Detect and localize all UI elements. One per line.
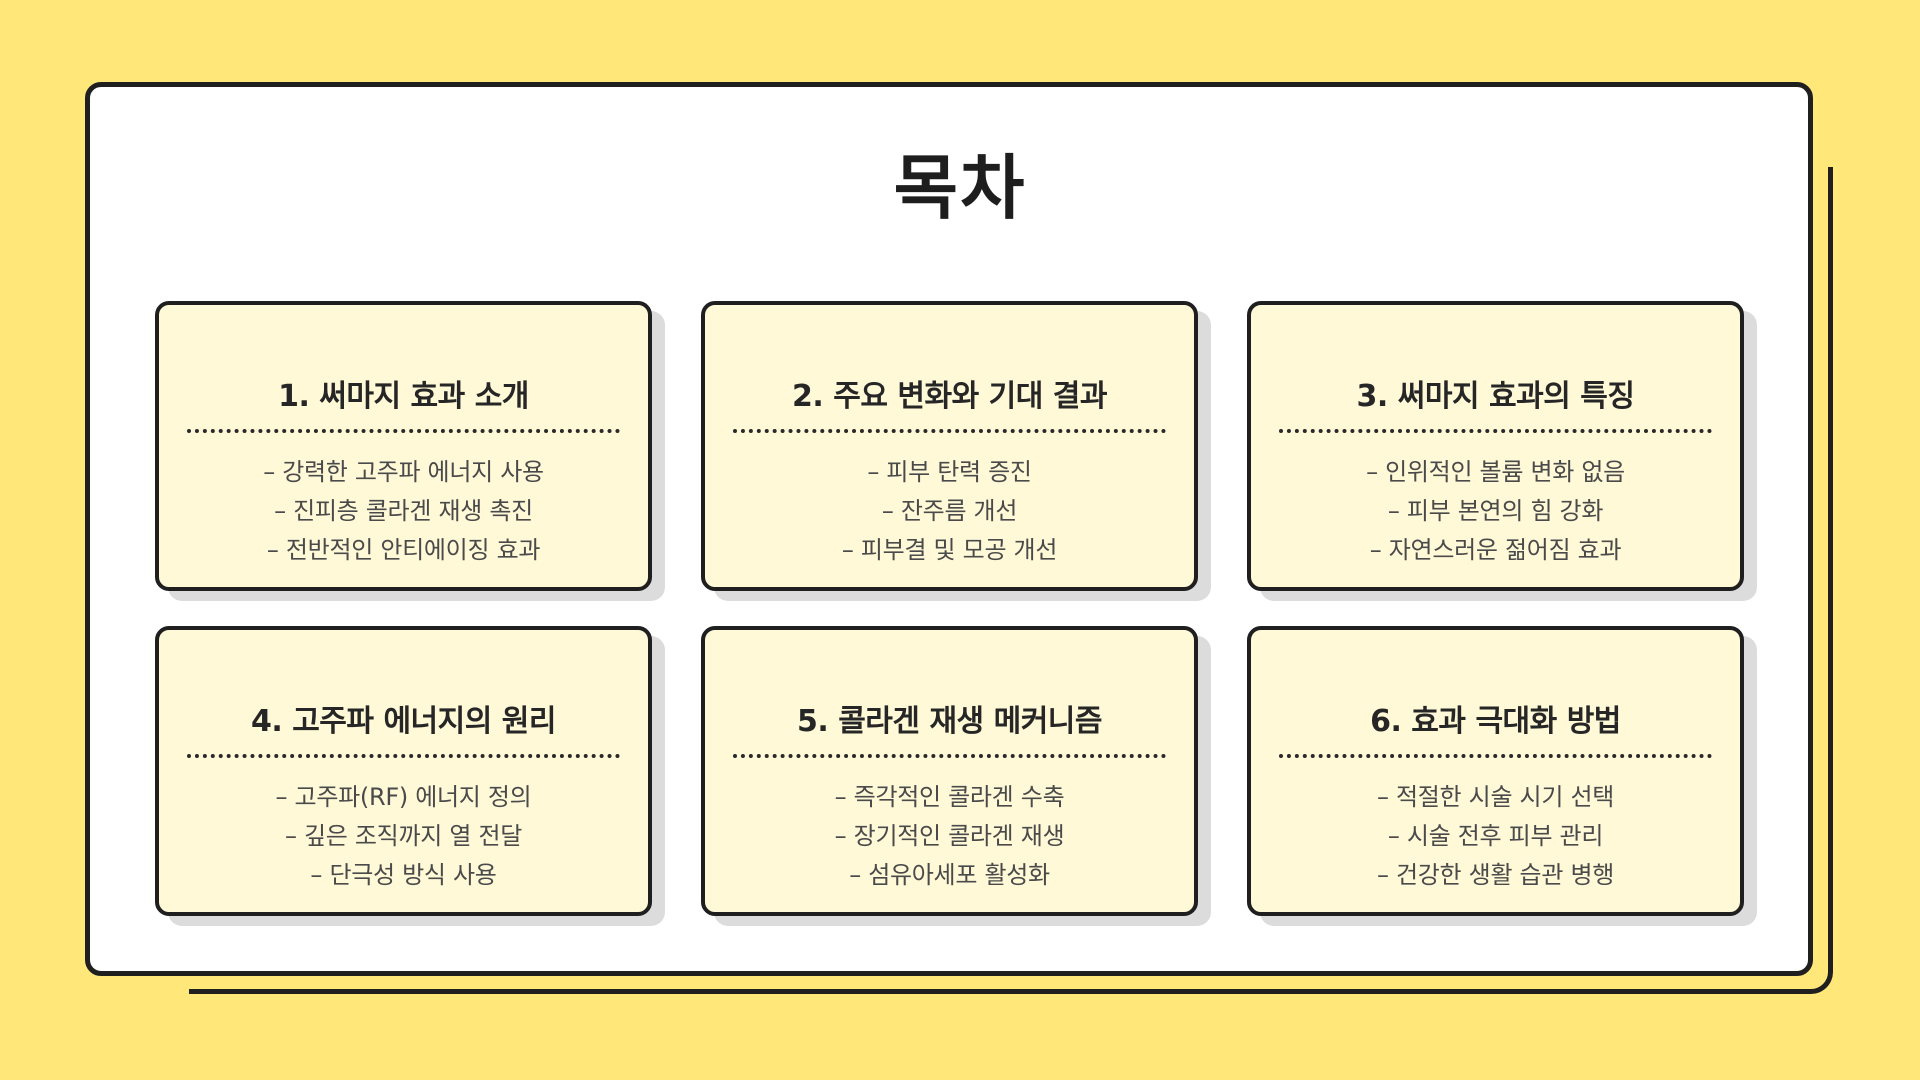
list-item: – 장기적인 콜라겐 재생 (834, 822, 1065, 850)
dotted-divider (187, 754, 620, 758)
list-item: – 피부 본연의 힘 강화 (1387, 497, 1604, 525)
list-item: – 시술 전후 피부 관리 (1387, 822, 1604, 850)
dotted-divider (733, 429, 1166, 433)
list-item: – 진피층 콜라겐 재생 촉진 (274, 497, 533, 525)
card-title: 6. 효과 극대화 방법 (1370, 704, 1621, 739)
card-item-list: – 고주파(RF) 에너지 정의 – 깊은 조직까지 열 전달 – 단극성 방식… (159, 778, 648, 895)
list-item: – 단극성 방식 사용 (310, 861, 497, 889)
list-item: – 인위적인 볼륨 변화 없음 (1366, 458, 1625, 486)
list-item: – 자연스러운 젊어짐 효과 (1369, 536, 1622, 564)
list-item: – 건강한 생활 습관 병행 (1376, 861, 1615, 889)
toc-card-2: 2. 주요 변화와 기대 결과 – 피부 탄력 증진 – 잔주름 개선 – 피부… (701, 301, 1198, 591)
list-item: – 섬유아세포 활성화 (849, 861, 1050, 889)
card-item-list: – 인위적인 볼륨 변화 없음 – 피부 본연의 힘 강화 – 자연스러운 젊어… (1251, 453, 1740, 570)
list-item: – 깊은 조직까지 열 전달 (284, 822, 523, 850)
card-title: 1. 써마지 효과 소개 (278, 379, 529, 414)
toc-card-3: 3. 써마지 효과의 특징 – 인위적인 볼륨 변화 없음 – 피부 본연의 힘… (1247, 301, 1744, 591)
toc-card-4: 4. 고주파 에너지의 원리 – 고주파(RF) 에너지 정의 – 깊은 조직까… (155, 626, 652, 916)
card-title: 4. 고주파 에너지의 원리 (250, 704, 557, 739)
dotted-divider (187, 429, 620, 433)
list-item: – 고주파(RF) 에너지 정의 (275, 783, 532, 811)
list-item: – 잔주름 개선 (881, 497, 1018, 525)
list-item: – 피부결 및 모공 개선 (841, 536, 1058, 564)
list-item: – 피부 탄력 증진 (867, 458, 1032, 486)
dotted-divider (1279, 754, 1712, 758)
back-frame-decoration (109, 107, 1833, 994)
toc-card-1: 1. 써마지 효과 소개 – 강력한 고주파 에너지 사용 – 진피층 콜라겐 … (155, 301, 652, 591)
toc-card-6: 6. 효과 극대화 방법 – 적절한 시술 시기 선택 – 시술 전후 피부 관… (1247, 626, 1744, 916)
toc-card-5: 5. 콜라겐 재생 메커니즘 – 즉각적인 콜라겐 수축 – 장기적인 콜라겐 … (701, 626, 1198, 916)
card-item-list: – 피부 탄력 증진 – 잔주름 개선 – 피부결 및 모공 개선 (705, 453, 1194, 570)
card-title: 2. 주요 변화와 기대 결과 (792, 379, 1107, 414)
card-item-list: – 적절한 시술 시기 선택 – 시술 전후 피부 관리 – 건강한 생활 습관… (1251, 778, 1740, 895)
list-item: – 전반적인 안티에이징 효과 (266, 536, 541, 564)
dotted-divider (733, 754, 1166, 758)
card-title: 5. 콜라겐 재생 메커니즘 (796, 704, 1103, 739)
list-item: – 즉각적인 콜라겐 수축 (834, 783, 1065, 811)
card-title: 3. 써마지 효과의 특징 (1356, 379, 1635, 414)
dotted-divider (1279, 429, 1712, 433)
page-title: 목차 (893, 147, 1027, 229)
card-item-list: – 강력한 고주파 에너지 사용 – 진피층 콜라겐 재생 촉진 – 전반적인 … (159, 453, 648, 570)
list-item: – 강력한 고주파 에너지 사용 (263, 458, 544, 486)
list-item: – 적절한 시술 시기 선택 (1376, 783, 1615, 811)
card-item-list: – 즉각적인 콜라겐 수축 – 장기적인 콜라겐 재생 – 섬유아세포 활성화 (705, 778, 1194, 895)
